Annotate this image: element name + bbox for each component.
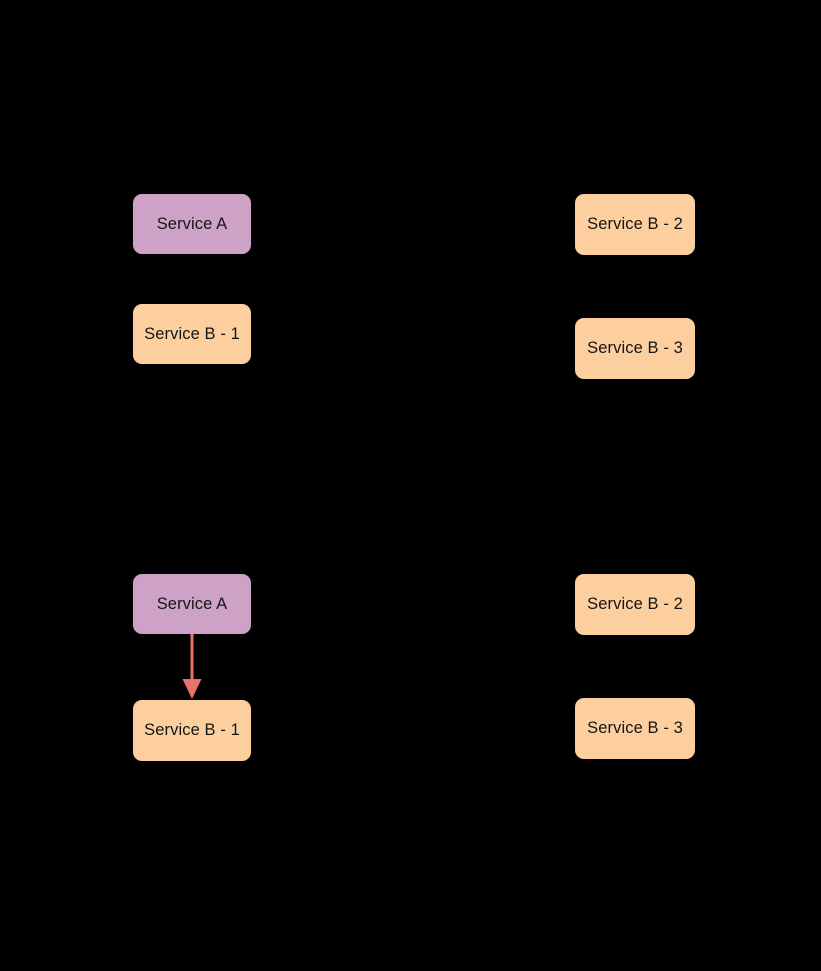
- node-label: Service B - 2: [587, 595, 683, 614]
- node-lower-service-b-3[interactable]: Service B - 3: [575, 698, 695, 759]
- node-upper-service-b-3[interactable]: Service B - 3: [575, 318, 695, 379]
- node-upper-service-b-2[interactable]: Service B - 2: [575, 194, 695, 255]
- node-lower-service-b-1[interactable]: Service B - 1: [133, 700, 251, 761]
- node-label: Service B - 3: [587, 339, 683, 358]
- node-lower-service-a[interactable]: Service A: [133, 574, 251, 634]
- edge-service-a-to-service-b-1[interactable]: [182, 634, 202, 699]
- node-label: Service B - 2: [587, 215, 683, 234]
- node-label: Service B - 1: [144, 721, 240, 740]
- node-lower-service-b-2[interactable]: Service B - 2: [575, 574, 695, 635]
- node-label: Service B - 3: [587, 719, 683, 738]
- node-label: Service B - 1: [144, 324, 240, 343]
- edge-arrowhead-icon: [182, 679, 202, 699]
- node-label: Service A: [156, 214, 228, 233]
- node-upper-service-a[interactable]: Service A: [133, 194, 251, 254]
- node-label: Service A: [156, 594, 228, 613]
- node-upper-service-b-1[interactable]: Service B - 1: [133, 304, 251, 364]
